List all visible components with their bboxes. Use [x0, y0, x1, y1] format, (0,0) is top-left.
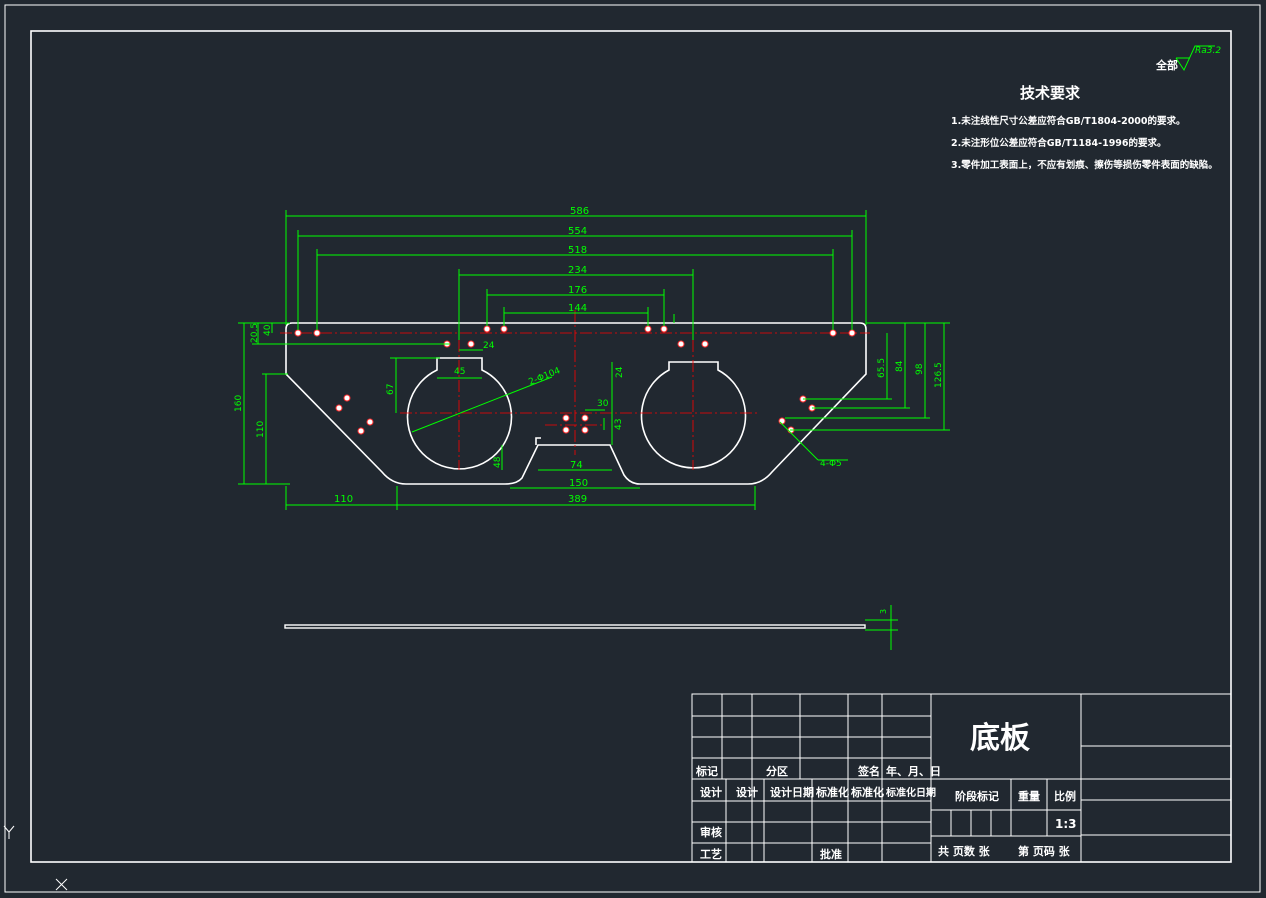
tech-item-2: 2.未注形位公差应符合GB/T1184-1996的要求。 [951, 137, 1167, 149]
dim-160: 160 [234, 395, 244, 412]
tb-sheets-total: 共 页数 张 [938, 844, 991, 858]
roughness-label: 全部 [1155, 58, 1178, 72]
dim-126-5: 126.5 [934, 362, 944, 388]
drawing-frame [30, 30, 1232, 863]
dim-554: 554 [568, 226, 587, 237]
tb-scale-value: 1:3 [1055, 817, 1077, 831]
roughness-symbol: 全部 Ra3.2 [1155, 45, 1221, 72]
side-view-plate [284, 624, 866, 629]
dim-24-side: 24 [615, 366, 625, 378]
dim-74: 74 [570, 460, 583, 471]
dim-110-horz: 110 [334, 494, 353, 505]
dim-98: 98 [915, 363, 925, 375]
tb-sheet-no: 第 页码 张 [1018, 844, 1071, 858]
tech-requirements: 技术要求 1.未注线性尺寸公差应符合GB/T1804-2000的要求。 2.未注… [951, 84, 1218, 171]
paper-border [4, 4, 1261, 893]
tb-zone: 分区 [766, 764, 788, 778]
dimension-lines [238, 210, 950, 650]
part-name: 底板 [970, 721, 1030, 756]
dim-45: 45 [454, 367, 465, 377]
ucs-icon [3, 825, 68, 891]
dim-144: 144 [568, 303, 587, 314]
dim-24-top: 24 [483, 341, 495, 351]
tb-approve: 批准 [820, 847, 842, 861]
dim-67: 67 [386, 384, 396, 395]
dim-110-vert: 110 [256, 421, 266, 438]
dim-176: 176 [568, 285, 587, 296]
roughness-value: Ra3.2 [1195, 46, 1221, 56]
dim-84: 84 [895, 360, 905, 372]
tech-title: 技术要求 [1020, 84, 1081, 102]
tb-date-ymd: 年、月、日 [886, 764, 941, 778]
tech-item-3: 3.零件加工表面上，不应有划痕、擦伤等损伤零件表面的缺陷。 [951, 159, 1218, 171]
dim-518: 518 [568, 245, 587, 256]
tb-stage-mark: 阶段标记 [955, 789, 999, 803]
tb-design: 设计 [700, 785, 722, 799]
dim-234: 234 [568, 265, 587, 276]
dim-40: 40 [263, 324, 273, 336]
tb-design2: 设计 [736, 785, 758, 799]
tb-std-date: 标准化日期 [885, 786, 936, 799]
tb-design-date: 设计日期 [770, 785, 814, 799]
tb-weight: 重量 [1018, 789, 1040, 803]
tech-item-1: 1.未注线性尺寸公差应符合GB/T1804-2000的要求。 [951, 115, 1186, 127]
tb-signature: 签名 [857, 764, 880, 778]
dim-43: 43 [614, 419, 624, 430]
dim-30: 30 [597, 399, 609, 409]
tb-review: 审核 [700, 825, 722, 839]
tb-scale-label: 比例 [1054, 789, 1076, 803]
dim-4-phi5: 4-Φ5 [820, 459, 842, 469]
center-lines [280, 310, 870, 470]
part-outline [284, 322, 867, 629]
dim-389: 389 [568, 494, 587, 505]
dim-586: 586 [570, 206, 589, 217]
tb-mark: 标记 [695, 764, 718, 778]
title-block: 底板 标记 分区 签名 年、月、日 设计 设计 设计日期 标准化 标准化 标准化… [691, 693, 1232, 863]
tb-standardize: 标准化 [815, 785, 849, 799]
dim-20-5: 20.5 [250, 323, 260, 343]
dim-48: 48 [493, 456, 503, 468]
tb-standardize2: 标准化 [850, 785, 884, 799]
dim-2-phi104: 2-Φ104 [527, 366, 562, 388]
dim-thickness: 3 [879, 609, 888, 614]
dim-150: 150 [569, 478, 588, 489]
tb-process: 工艺 [700, 847, 722, 861]
dim-65-5: 65.5 [877, 358, 887, 378]
